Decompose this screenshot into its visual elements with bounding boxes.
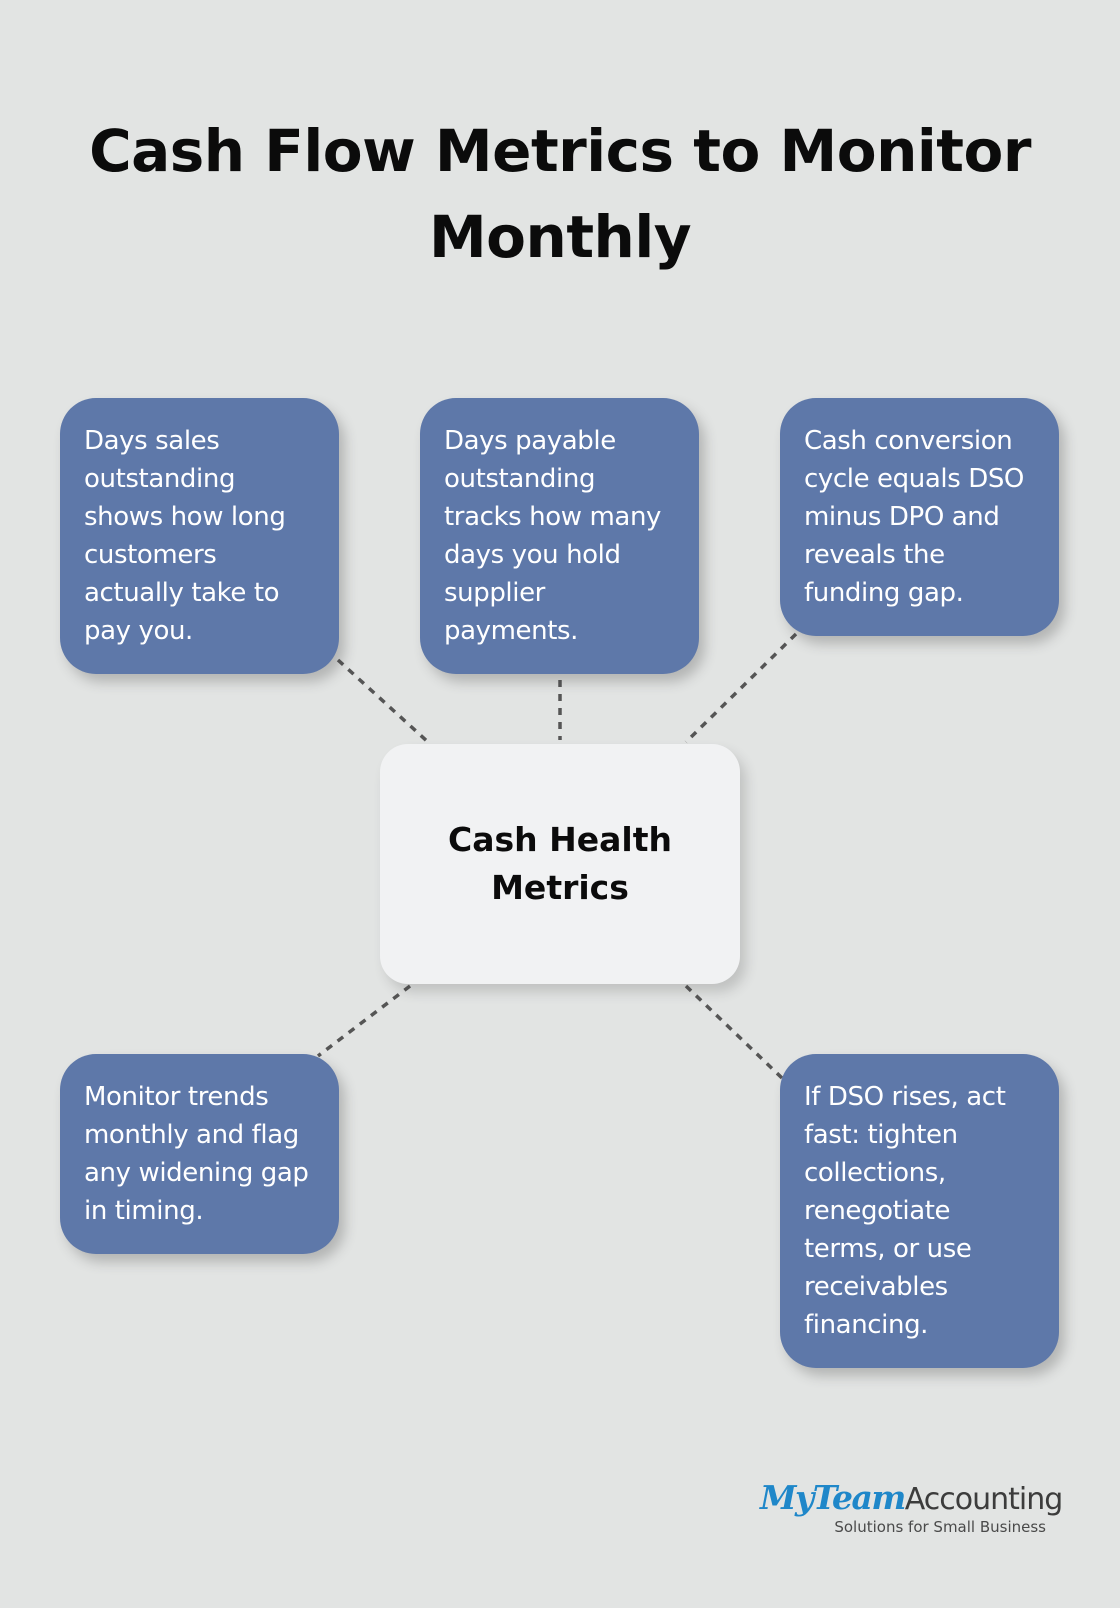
connector-dso — [336, 658, 430, 744]
connector-action — [684, 984, 784, 1080]
card-monitor-trends: Monitor trends monthly and flag any wide… — [60, 1054, 339, 1254]
center-label: Cash Health Metrics — [448, 820, 672, 907]
logo-brand-part2: Accounting — [904, 1482, 1064, 1517]
logo-wordmark: MyTeamAccounting — [760, 1478, 1064, 1524]
card-dso-action: If DSO rises, act fast: tighten collecti… — [780, 1054, 1059, 1368]
logo-brand-part1: MyTeam — [760, 1478, 906, 1517]
card-days-payable-outstanding: Days payable outstanding tracks how many… — [420, 398, 699, 674]
card-text: Monitor trends monthly and flag any wide… — [84, 1082, 309, 1226]
card-text: Cash conversion cycle equals DSO minus D… — [804, 426, 1024, 608]
connector-ccc — [684, 632, 798, 744]
card-text: If DSO rises, act fast: tighten collecti… — [804, 1082, 1006, 1340]
card-text: Days payable outstanding tracks how many… — [444, 426, 662, 646]
diagram-title: Cash Flow Metrics to Monitor Monthly — [89, 117, 1031, 271]
card-text: Days sales outstanding shows how long cu… — [84, 426, 286, 646]
logo-tagline: Solutions for Small Business — [834, 1518, 1046, 1536]
card-days-sales-outstanding: Days sales outstanding shows how long cu… — [60, 398, 339, 674]
center-node: Cash Health Metrics — [380, 744, 740, 984]
connector-trends — [316, 984, 412, 1058]
card-cash-conversion-cycle: Cash conversion cycle equals DSO minus D… — [780, 398, 1059, 636]
company-logo: MyTeamAccounting Solutions for Small Bus… — [760, 1478, 1064, 1538]
